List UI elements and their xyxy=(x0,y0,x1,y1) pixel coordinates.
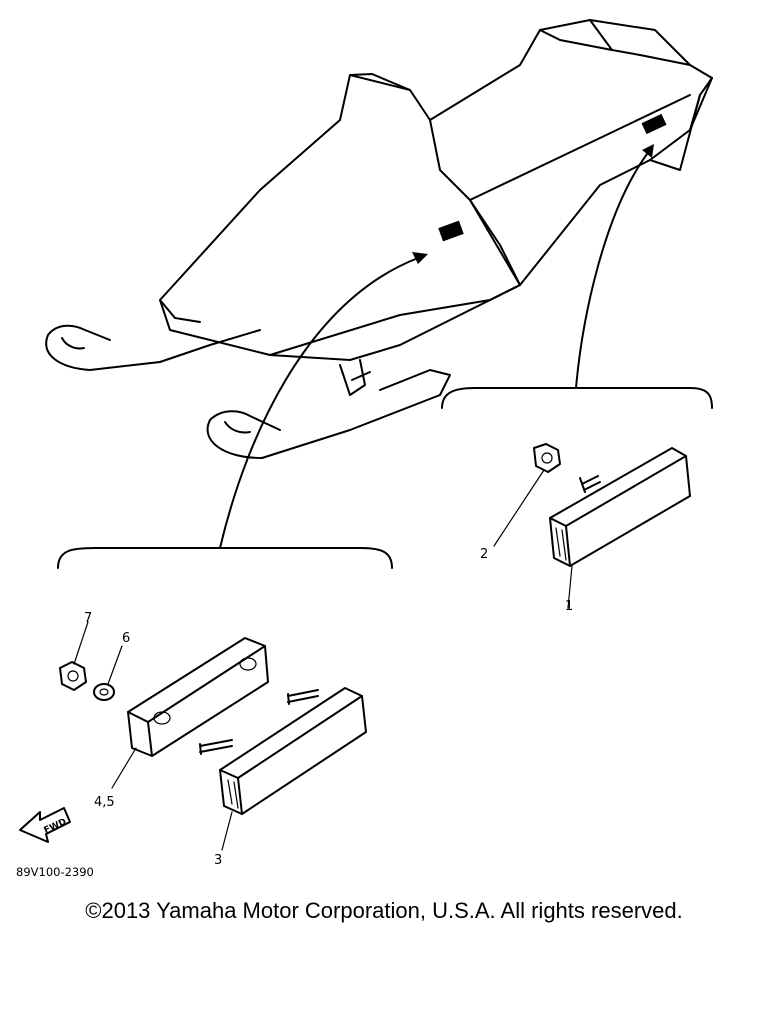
reflector-part-3 xyxy=(199,687,367,815)
forward-arrow-icon: FWD xyxy=(19,807,71,843)
reflector-part-1 xyxy=(549,447,691,567)
callout-4-5: 4,5 xyxy=(94,795,115,810)
callout-3: 3 xyxy=(214,853,222,868)
spacer-part-4-5 xyxy=(127,637,269,757)
snowmobile-illustration xyxy=(45,19,713,459)
callout-1: 1 xyxy=(565,599,573,614)
nut-part-7 xyxy=(59,661,87,691)
callout-7: 7 xyxy=(84,611,92,626)
callout-6: 6 xyxy=(122,631,130,646)
nut-part-2 xyxy=(533,443,561,473)
fwd-label: FWD xyxy=(43,817,69,836)
callout-2: 2 xyxy=(480,547,488,562)
washer-part-6 xyxy=(93,683,115,701)
parts-diagram: 1 2 3 4,5 6 7 FWD 89V100-2390 xyxy=(16,19,713,879)
left-detail-frame xyxy=(57,547,393,569)
right-detail-frame xyxy=(441,387,713,409)
leader-arrows xyxy=(219,144,654,549)
copyright-notice: ©2013 Yamaha Motor Corporation, U.S.A. A… xyxy=(85,898,683,923)
diagram-part-number: 89V100-2390 xyxy=(16,865,94,879)
